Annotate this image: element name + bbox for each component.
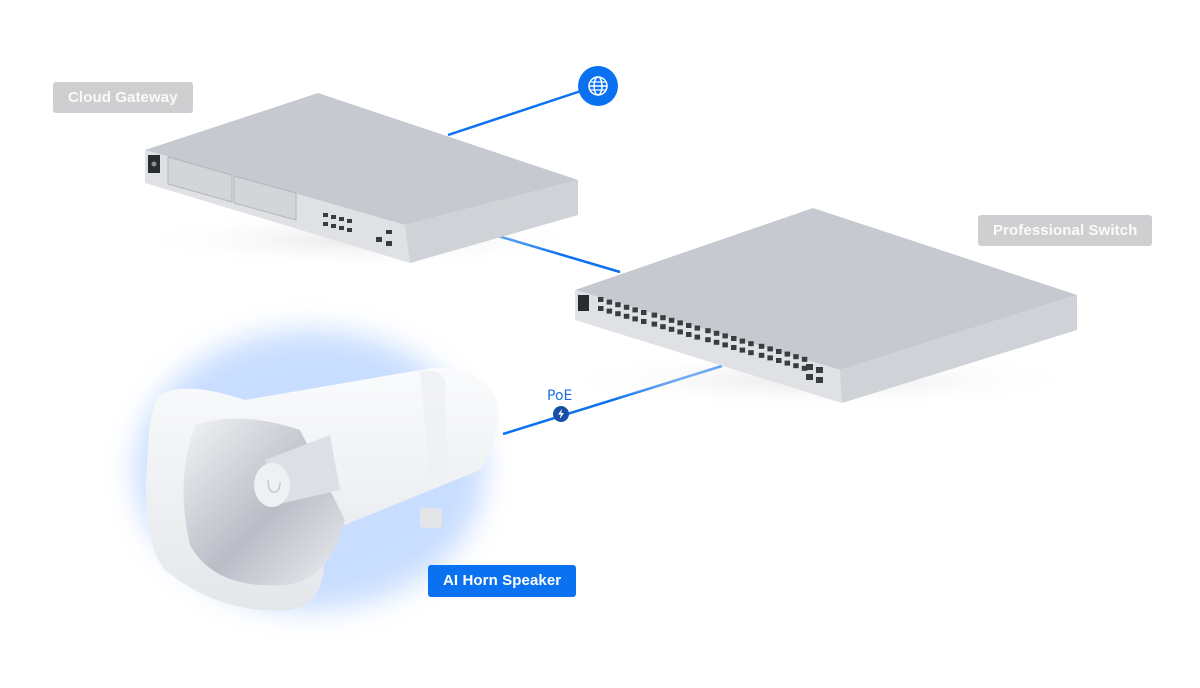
switch-port [641, 310, 647, 315]
switch-port [705, 337, 711, 343]
switch-port [739, 338, 746, 344]
switch-port [606, 299, 613, 305]
switch-port [668, 317, 675, 323]
globe-icon [588, 76, 608, 96]
switch-port [801, 356, 808, 362]
switch-port [801, 365, 808, 371]
switch-port [668, 326, 675, 332]
switch-port [641, 319, 647, 324]
switch-port [784, 351, 791, 357]
lightning-icon [558, 409, 564, 419]
switch-ports [598, 297, 823, 383]
switch-port [731, 336, 737, 341]
internet-globe-button[interactable] [578, 66, 618, 106]
ai-horn-speaker-label[interactable]: AI Horn Speaker [428, 565, 577, 597]
switch-port [713, 330, 720, 336]
switch-port [776, 349, 782, 354]
switch-port [731, 345, 737, 350]
switch-port [615, 311, 621, 317]
sfp-port [816, 377, 823, 383]
switch-port [686, 332, 692, 337]
switch-port [677, 329, 683, 335]
switch-port [722, 333, 728, 339]
switch-port [758, 343, 765, 349]
ai-horn-speaker-device[interactable] [135, 330, 498, 611]
switch-port [739, 347, 746, 353]
switch-port [623, 304, 630, 310]
switch-port [793, 363, 799, 369]
switch-port [748, 341, 754, 347]
cloud-gateway-label[interactable]: Cloud Gateway [53, 82, 193, 113]
professional-switch-label[interactable]: Professional Switch [978, 215, 1153, 246]
sfp-port [806, 374, 813, 380]
switch-port [623, 313, 630, 319]
switch-port [758, 352, 765, 358]
switch-port [651, 321, 658, 327]
poe-indicator [553, 406, 569, 422]
switch-port [793, 354, 799, 360]
switch-port [598, 306, 604, 311]
cloud-gateway-device[interactable] [130, 93, 590, 270]
sfp-port [816, 367, 823, 373]
switch-port [694, 325, 701, 331]
sfp-port [806, 364, 813, 370]
switch-port [705, 328, 711, 334]
switch-port [651, 312, 658, 318]
switch-port [615, 302, 621, 308]
switch-port [686, 323, 692, 328]
switch-port [748, 350, 754, 356]
switch-port [677, 320, 683, 326]
switch-port [713, 339, 720, 345]
switch-port [598, 297, 604, 302]
switch-port [632, 316, 638, 322]
switch-port [660, 315, 666, 321]
switch-port [694, 334, 701, 340]
switch-port [767, 346, 773, 352]
switch-port [606, 308, 613, 314]
professional-switch-device[interactable] [550, 208, 1090, 410]
switch-port [660, 324, 666, 330]
poe-label: PoE [547, 388, 573, 404]
switch-port [722, 342, 728, 348]
switch-port [632, 307, 638, 313]
switch-port [767, 355, 773, 361]
internet-link [447, 86, 591, 137]
switch-port [784, 360, 791, 366]
switch-port [776, 358, 782, 363]
